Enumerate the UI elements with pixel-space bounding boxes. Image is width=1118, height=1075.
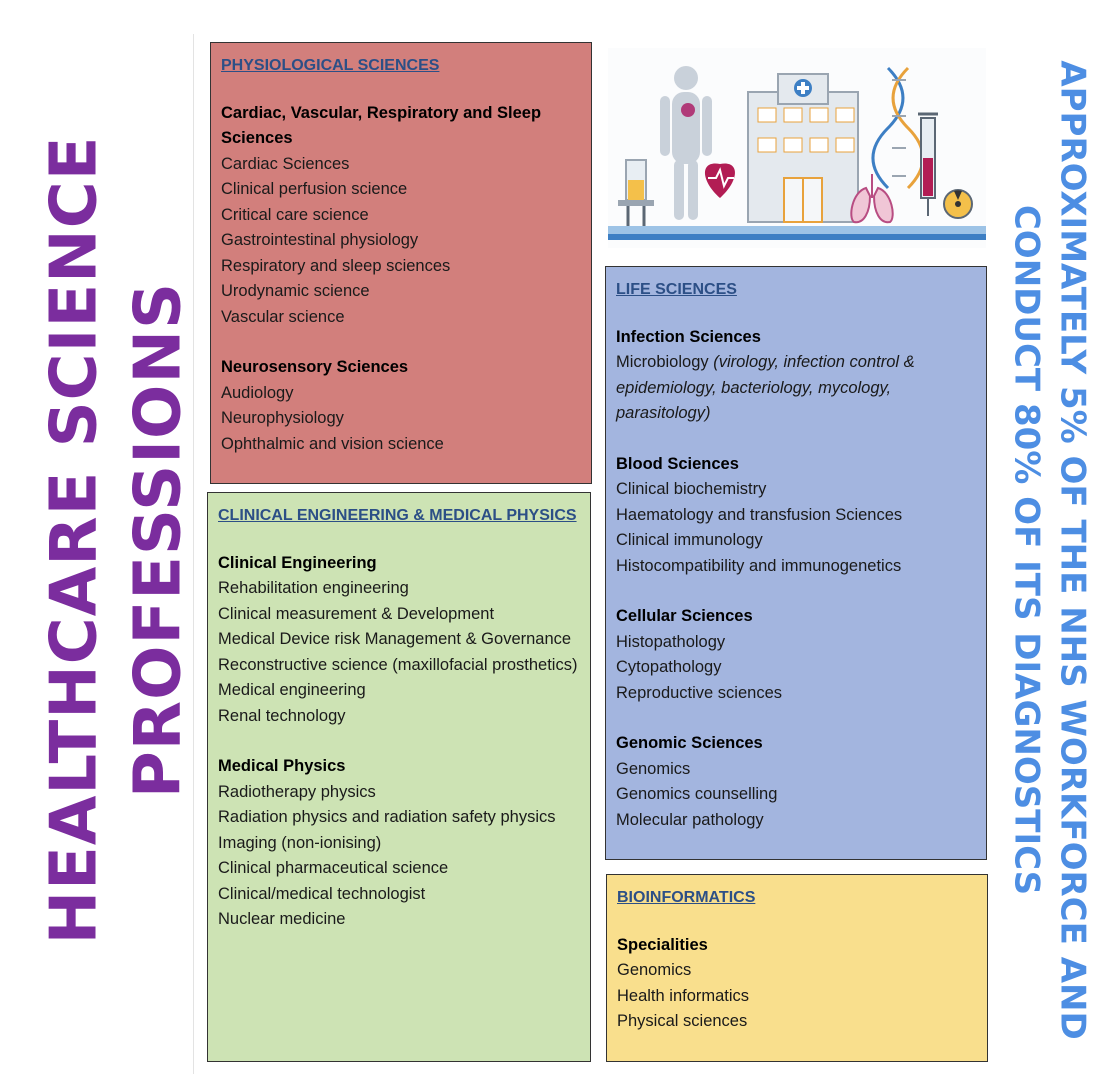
list-item: Urodynamic science bbox=[221, 282, 370, 300]
microbiology-label: Microbiology bbox=[616, 353, 709, 371]
list-item: Imaging (non-ionising) bbox=[218, 833, 382, 852]
list-item: Microbiology (virology, infection contro… bbox=[616, 350, 976, 427]
physiological-sciences-box: PHYSIOLOGICAL SCIENCES Cardiac, Vascular… bbox=[210, 42, 592, 484]
group-title: Specialities bbox=[617, 935, 708, 954]
heart-icon bbox=[705, 163, 735, 198]
list-item: Clinical/medical technologist bbox=[218, 884, 426, 903]
list-item: Critical care science bbox=[221, 205, 369, 224]
list-item: Neurophysiology bbox=[221, 409, 344, 427]
clinical-engineering-box: CLINICAL ENGINEERING & MEDICAL PHYSICS C… bbox=[207, 492, 591, 1062]
list-item: Ophthalmic and vision science bbox=[221, 434, 444, 453]
list-item: Reproductive sciences bbox=[616, 683, 782, 702]
lungs-icon bbox=[850, 174, 894, 224]
bioinformatics-heading: BIOINFORMATICS bbox=[617, 889, 756, 906]
list-item: Health informatics bbox=[617, 986, 750, 1005]
life-sciences-box: LIFE SCIENCES Infection Sciences Microbi… bbox=[605, 266, 987, 860]
list-item: Genomics counselling bbox=[616, 785, 778, 803]
list-item: Histopathology bbox=[616, 632, 726, 651]
list-item: Clinical immunology bbox=[616, 531, 763, 549]
group-title: Cardiac, Vascular, Respiratory and Sleep… bbox=[221, 103, 542, 148]
list-item: Audiology bbox=[221, 383, 294, 402]
bioinformatics-box: BIOINFORMATICS Specialities Genomics Hea… bbox=[606, 874, 988, 1062]
list-item: Cardiac Sciences bbox=[221, 154, 350, 173]
group-title: Neurosensory Sciences bbox=[221, 358, 409, 376]
syringe-icon bbox=[918, 112, 938, 216]
radiation-icon bbox=[943, 189, 973, 219]
divider bbox=[193, 34, 194, 1074]
list-item: Medical Device risk Management & Governa… bbox=[218, 630, 572, 648]
side-note: APPROXIMATELY 5% OF THE NHS WORKFORCE AN… bbox=[1000, 60, 1100, 1040]
list-item: Histocompatibility and immunogenetics bbox=[616, 556, 902, 575]
microbiology-detail: (virology, infection control & epidemiol… bbox=[616, 353, 915, 422]
list-item: Medical engineering bbox=[218, 681, 366, 699]
life-heading: LIFE SCIENCES bbox=[616, 281, 737, 298]
list-item: Nuclear medicine bbox=[218, 910, 346, 928]
group-title: Infection Sciences bbox=[616, 327, 761, 346]
healthcare-illustration bbox=[608, 48, 986, 248]
list-item: Clinical biochemistry bbox=[616, 480, 767, 498]
side-note-line2: CONDUCT 80% OF ITS DIAGNOSTICS bbox=[1007, 204, 1048, 896]
list-item: Molecular pathology bbox=[616, 810, 764, 829]
side-note-line1: APPROXIMATELY 5% OF THE NHS WORKFORCE AN… bbox=[1053, 60, 1094, 1040]
main-title-line1: HEALTHCARE SCIENCE bbox=[37, 135, 111, 945]
list-item: Clinical measurement & Development bbox=[218, 604, 495, 623]
list-item: Rehabilitation engineering bbox=[218, 579, 409, 597]
group-title: Medical Physics bbox=[218, 757, 346, 775]
list-item: Radiation physics and radiation safety p… bbox=[218, 808, 556, 826]
list-item: Renal technology bbox=[218, 706, 346, 725]
list-item: Clinical perfusion science bbox=[221, 180, 408, 198]
list-item: Clinical pharmaceutical science bbox=[218, 859, 449, 877]
group-title: Clinical Engineering bbox=[218, 553, 377, 572]
engineering-heading: CLINICAL ENGINEERING & MEDICAL PHYSICS bbox=[218, 507, 577, 524]
list-item: Vascular science bbox=[221, 307, 345, 326]
main-title: HEALTHCARE SCIENCE PROFESSIONS bbox=[36, 20, 196, 1060]
human-body-icon bbox=[660, 66, 712, 220]
group-title: Cellular Sciences bbox=[616, 607, 753, 625]
list-item: Respiratory and sleep sciences bbox=[221, 256, 451, 275]
hospital-building-icon bbox=[747, 73, 859, 223]
main-title-line2: PROFESSIONS bbox=[121, 281, 195, 799]
list-item: Genomics bbox=[617, 961, 692, 979]
list-item: Physical sciences bbox=[617, 1012, 748, 1030]
list-item: Radiotherapy physics bbox=[218, 782, 376, 801]
lab-equipment-icon bbox=[618, 159, 654, 226]
physiological-heading: PHYSIOLOGICAL SCIENCES bbox=[221, 57, 440, 74]
list-item: Cytopathology bbox=[616, 658, 722, 676]
group-title: Genomic Sciences bbox=[616, 734, 763, 752]
list-item: Reconstructive science (maxillofacial pr… bbox=[218, 655, 578, 674]
list-item: Genomics bbox=[616, 759, 691, 778]
list-item: Haematology and transfusion Sciences bbox=[616, 505, 903, 524]
group-title: Blood Sciences bbox=[616, 454, 739, 473]
list-item: Gastrointestinal physiology bbox=[221, 231, 419, 249]
